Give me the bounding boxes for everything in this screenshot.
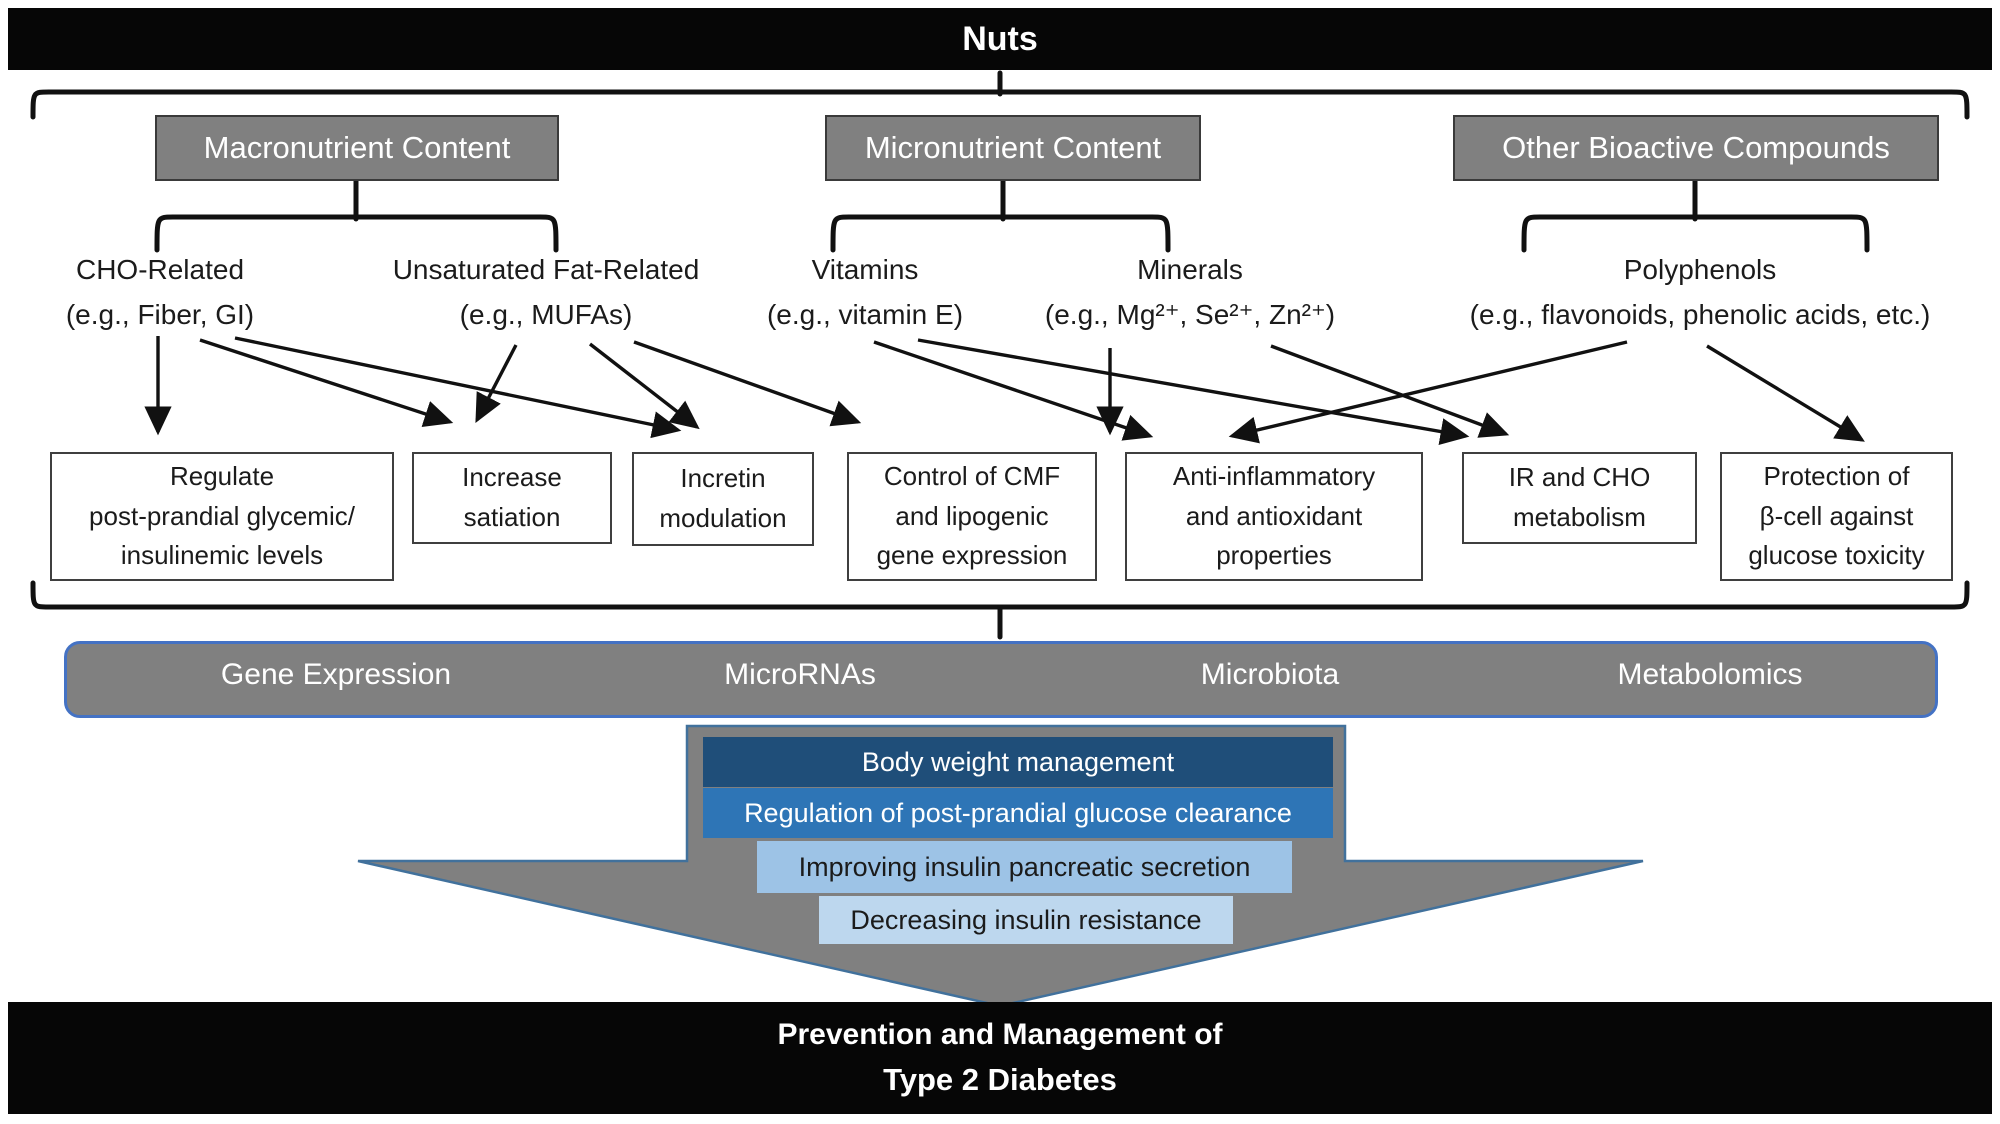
subcategory-unsaturated-fat: Unsaturated Fat-Related (e.g., MUFAs)	[392, 254, 700, 330]
category-bioactive: Other Bioactive Compounds	[1453, 115, 1939, 181]
mechanism-box-ir-cho-metabolism: IR and CHO metabolism	[1462, 452, 1697, 544]
arrow-fat-incretin	[588, 342, 700, 430]
mechanism-box-increase-satiation: Increase satiation	[412, 452, 612, 544]
arrow-polyphenols-antiinflammatory	[1228, 340, 1628, 444]
step-insulin-secretion: Improving insulin pancreatic secretion	[757, 841, 1292, 893]
omics-microbiota: Microbiota	[1200, 658, 1340, 691]
brace-micronutrient	[830, 214, 1171, 253]
category-bioactive-label: Other Bioactive Compounds	[1502, 130, 1890, 165]
arrow-vitamins-ir	[917, 338, 1470, 445]
step-insulin-resistance: Decreasing insulin resistance	[819, 896, 1233, 944]
mechanism-box-beta-cell-protection: Protection of β-cell against glucose tox…	[1720, 452, 1953, 581]
omics-metabolomics: Metabolomics	[1617, 658, 1803, 691]
omics-bar	[64, 641, 1938, 718]
arrow-cho-satiation	[199, 338, 454, 427]
category-macronutrient: Macronutrient Content	[155, 115, 559, 181]
mechanism-box-antiinflammatory: Anti-inflammatory and antioxidant proper…	[1125, 452, 1423, 581]
category-micronutrient: Micronutrient Content	[825, 115, 1201, 181]
subcategory-cho: CHO-Related (e.g., Fiber, GI)	[65, 254, 255, 330]
header-bar: Nuts	[8, 8, 1992, 70]
step-body-weight: Body weight management	[703, 737, 1333, 787]
subcategory-minerals: Minerals (e.g., Mg²⁺, Se²⁺, Zn²⁺)	[1044, 254, 1336, 330]
arrow-fat-cmf	[633, 340, 862, 427]
omics-gene-expression: Gene Expression	[220, 658, 452, 691]
footer-line2: Type 2 Diabetes	[883, 1062, 1117, 1098]
arrow-cho-incretin	[234, 336, 682, 439]
arrow-minerals-ir	[1270, 344, 1510, 438]
footer-bar: Prevention and Management of Type 2 Diab…	[8, 1002, 1992, 1114]
mechanism-box-cmf-control: Control of CMF and lipogenic gene expres…	[847, 452, 1097, 581]
category-macronutrient-label: Macronutrient Content	[203, 130, 511, 165]
footer-line1: Prevention and Management of	[777, 1018, 1223, 1052]
diagram-title: Nuts	[962, 19, 1038, 58]
category-micronutrient-label: Micronutrient Content	[864, 130, 1162, 165]
brace-bioactive	[1521, 214, 1870, 253]
mechanism-box-regulate-glycemic: Regulate post-prandial glycemic/ insulin…	[50, 452, 394, 581]
arrow-fat-satiation	[475, 344, 518, 424]
arrow-polyphenols-betacell	[1706, 344, 1865, 442]
omics-micrornas: MicroRNAs	[724, 658, 876, 691]
brace-macronutrient	[154, 214, 559, 253]
subcategory-polyphenols: Polyphenols (e.g., flavonoids, phenolic …	[1469, 254, 1931, 330]
subcategory-vitamins: Vitamins (e.g., vitamin E)	[766, 254, 964, 330]
step-glucose-clearance: Regulation of post-prandial glucose clea…	[703, 788, 1333, 838]
mechanism-box-incretin-modulation: Incretin modulation	[632, 452, 814, 546]
brace-omics	[30, 580, 1970, 610]
